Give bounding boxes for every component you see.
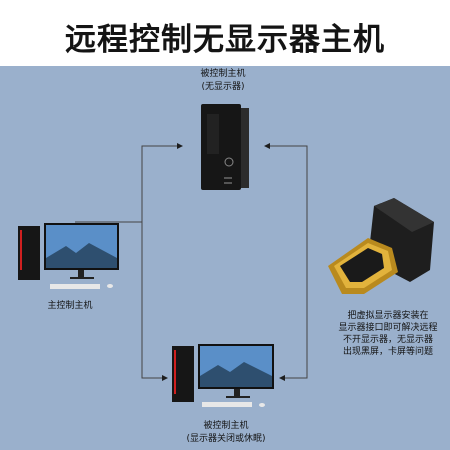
- host-label-line2: (无显示器): [201, 82, 245, 92]
- dongle-to-host-line: [264, 143, 308, 247]
- second-host-label-line2: (显示器关闭或休眠): [186, 434, 266, 444]
- master-keyboard-icon: [50, 284, 100, 289]
- hdmi-dummy-plug: [328, 198, 434, 294]
- second-host-keyboard-icon: [202, 402, 252, 407]
- second-host-tower-icon: [172, 346, 194, 402]
- title-banner: 远程控制无显示器主机: [0, 0, 450, 66]
- master-to-second-host-line: [141, 222, 168, 381]
- host-label: 被控制主机 (无显示器): [183, 68, 263, 94]
- master-label: 主控制主机: [47, 301, 93, 311]
- dongle-caption-line1: 把虚拟显示器安装在: [347, 311, 429, 321]
- second-host-label-line1: 被控制主机: [203, 421, 249, 431]
- dongle-caption-line2: 显示器接口即可解决远程: [338, 323, 438, 333]
- host-label-line1: 被控制主机: [200, 69, 246, 79]
- headless-host-tower: [201, 104, 249, 190]
- dongle-caption-line4: 出现黑屏，卡屏等问题: [342, 347, 433, 357]
- dongle-to-second-host-line: [279, 247, 308, 381]
- second-host-pc: [172, 344, 274, 407]
- dongle-caption-line3: 不开显示器，无显示器: [342, 335, 433, 345]
- dongle-caption: 把虚拟显示器安装在 显示器接口即可解决远程 不开显示器，无显示器 出现黑屏，卡屏…: [333, 310, 443, 358]
- master-mouse-icon: [107, 284, 113, 288]
- master-tower-icon: [18, 226, 40, 280]
- second-host-mouse-icon: [259, 403, 265, 407]
- page-title: 远程控制无显示器主机: [65, 22, 385, 58]
- second-host-label: 被控制主机 (显示器关闭或休眠): [176, 420, 276, 446]
- master-pc: [18, 223, 119, 289]
- master-to-host-line: [75, 143, 183, 223]
- hp-logo-icon: [224, 157, 234, 167]
